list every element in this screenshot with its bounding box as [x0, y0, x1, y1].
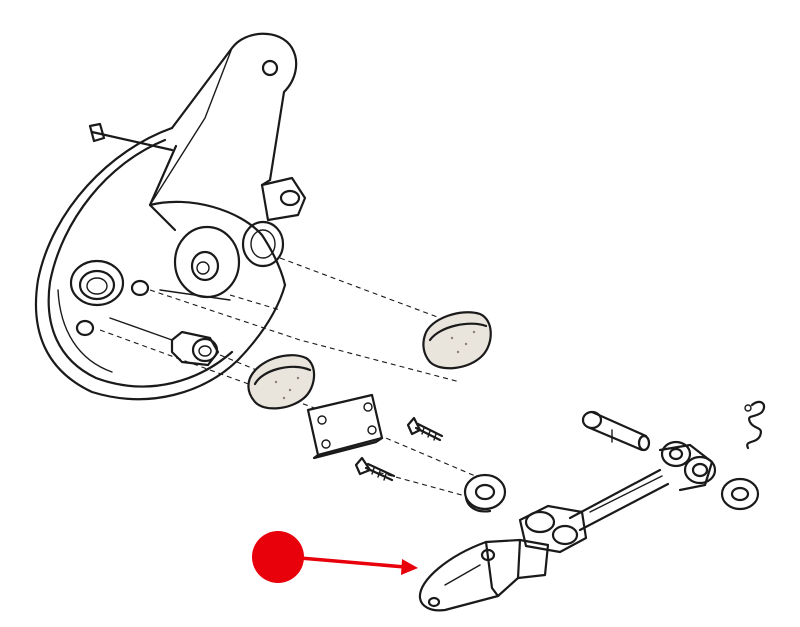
brake-arm-end: [418, 538, 550, 612]
washer-right: [720, 477, 760, 511]
red-arrow: [298, 556, 407, 569]
screw-lower: [354, 456, 396, 482]
linkage-rod: [518, 440, 717, 554]
brake-backing-plate: [34, 32, 307, 401]
rubber-plug-upper: [422, 311, 492, 370]
rubber-plug-lower: [247, 354, 316, 410]
washer-left: [463, 473, 507, 513]
mounting-plate: [306, 393, 384, 460]
clevis-pin: [581, 410, 651, 452]
red-arrow-head: [401, 559, 418, 575]
spring-clip: [744, 400, 766, 450]
screw-upper: [406, 416, 444, 442]
highlight-annotation: [252, 531, 418, 583]
red-marker-dot: [252, 531, 304, 583]
